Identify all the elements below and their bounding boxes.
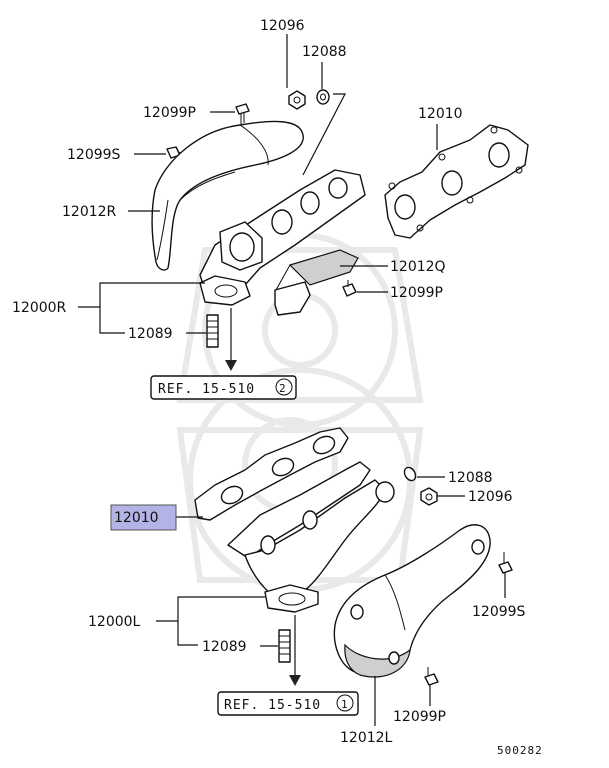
ref-box-bottom [217,691,359,716]
label-12088-top[interactable]: 12088 [302,44,347,60]
ref-box-top [150,375,297,400]
label-12096-top[interactable]: 12096 [260,18,305,34]
bracket-12012q [274,249,359,316]
bolt-12099p-bottom [424,667,439,686]
washer-12088-top [316,89,330,105]
label-12012r[interactable]: 12012R [62,204,117,220]
stud-12089-bottom [278,629,291,663]
washer-12088-bottom [403,466,417,482]
ref-num-bottom: 1 [341,698,349,711]
label-12099s-top[interactable]: 12099S [67,147,121,163]
nut-12096-bottom [420,487,438,506]
highlight-box-12010 [110,504,177,531]
stud-12089-top [206,314,219,348]
exhaust-manifold-12000l [227,461,395,613]
label-12010-top[interactable]: 12010 [418,106,463,122]
label-12000l[interactable]: 12000L [88,614,141,630]
label-12096-bottom[interactable]: 12096 [468,489,513,505]
ref-text-bottom[interactable]: REF. 15-510 [224,698,321,713]
ref-text-top[interactable]: REF. 15-510 [158,382,255,397]
gasket-12010-bottom [194,427,349,521]
label-12099s-bottom[interactable]: 12099S [472,604,526,620]
bolt-12099s-bottom [498,552,513,574]
nut-12096-top [288,90,306,110]
bolt-12099p-top [235,103,250,124]
label-12099p-top[interactable]: 12099P [143,105,196,121]
label-12010-bottom[interactable]: 12010 [114,510,159,526]
label-12012q[interactable]: 12012Q [390,259,446,275]
label-12088-bottom[interactable]: 12088 [448,470,493,486]
label-12000r[interactable]: 12000R [12,300,67,316]
label-12089-top[interactable]: 12089 [128,326,173,342]
heat-shield-12012l [333,524,491,678]
label-12099p-mid[interactable]: 12099P [390,285,443,301]
label-12012l[interactable]: 12012L [340,730,393,746]
ref-num-top: 2 [279,382,287,395]
exhaust-manifold-12000r [199,169,366,306]
heat-shield-12012r [151,120,304,271]
label-12099p-bottom[interactable]: 12099P [393,709,446,725]
gasket-12010-top [384,124,529,239]
label-12089-bottom[interactable]: 12089 [202,639,247,655]
figure-id: 500282 [497,744,543,757]
bolt-12099p-mid [342,280,357,297]
